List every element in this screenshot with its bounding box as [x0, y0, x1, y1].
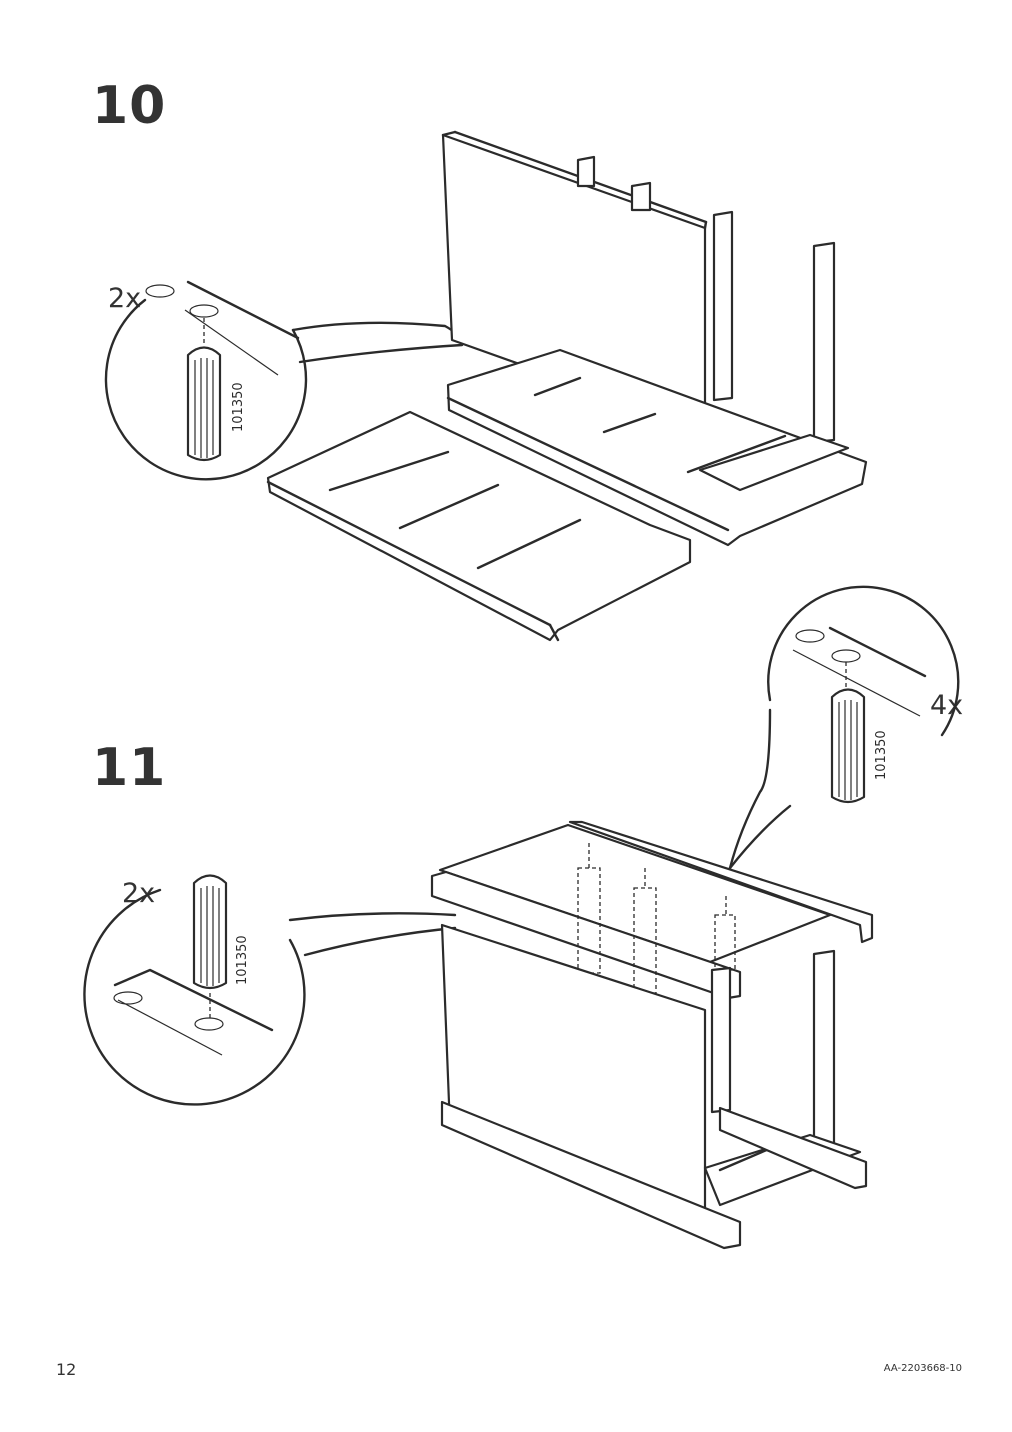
page-number: 12 [56, 1360, 77, 1379]
step-10-drawing: 101350 [104, 130, 868, 642]
post-4 [812, 949, 836, 1147]
front-frame [266, 410, 692, 642]
step-11-detail-callout-left: 101350 [83, 874, 457, 1106]
rear-frame [446, 348, 868, 547]
post-1 [712, 210, 734, 402]
step-11-part-code-left: 101350 [235, 935, 250, 985]
dowel-hole-icon [831, 649, 861, 663]
step-10-part-code: 101350 [231, 382, 246, 432]
document-code: AA-2203668-10 [883, 1363, 962, 1374]
rear-shelf [698, 433, 850, 492]
wooden-dowel-icon [830, 688, 866, 804]
bottom-rail-front [440, 1100, 742, 1250]
wooden-dowel-icon [186, 346, 222, 462]
dowel-hole-icon [113, 991, 143, 1005]
post-stub-1 [576, 155, 596, 188]
top-rail-front [430, 870, 742, 1000]
dowel-hole-icon [189, 304, 219, 318]
post-3 [710, 966, 732, 1114]
post-2 [812, 241, 836, 444]
dowel-hole-icon [795, 629, 825, 643]
dowel-hole-icon [145, 284, 175, 298]
step-10-number: 10 [92, 76, 167, 136]
step-11-detail-callout-right: 101350 [728, 585, 960, 870]
hidden-post-2 [633, 887, 657, 994]
bottom-rail-back [718, 1106, 868, 1190]
dowel-hole-icon [194, 1017, 224, 1031]
post-stub-2 [630, 181, 652, 212]
wooden-dowel-icon [192, 874, 228, 990]
top-rail-back [568, 820, 874, 944]
step-11-part-code-right: 101350 [874, 730, 889, 780]
step-11-number: 11 [92, 738, 167, 798]
step-11-drawing: 101350 101350 [83, 585, 960, 1250]
